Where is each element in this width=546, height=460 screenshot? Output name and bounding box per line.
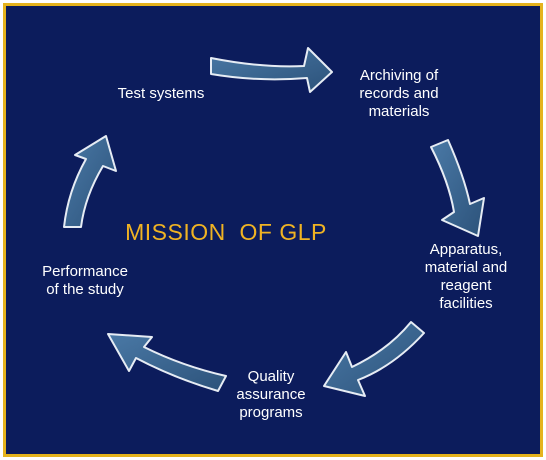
diagram-panel: Test systems Archiving of records and ma…: [3, 3, 543, 457]
node-archiving: Archiving of records and materials: [359, 67, 439, 120]
node-apparatus: Apparatus, material and reagent faciliti…: [424, 241, 508, 312]
diagram-title: MISSION OF GLP: [125, 219, 327, 245]
node-quality: Quality assurance programs: [236, 368, 306, 421]
node-test-systems: Test systems: [117, 85, 205, 102]
arrow-archiving-to-apparatus: [430, 139, 485, 237]
arrow-quality-to-performance: [107, 333, 227, 392]
cycle-arrows: [63, 47, 485, 397]
arrow-apparatus-to-quality: [323, 321, 425, 397]
node-performance: Performance of the study: [42, 263, 128, 298]
arrow-test-to-archiving: [210, 47, 333, 93]
arrow-performance-to-test: [63, 135, 117, 228]
